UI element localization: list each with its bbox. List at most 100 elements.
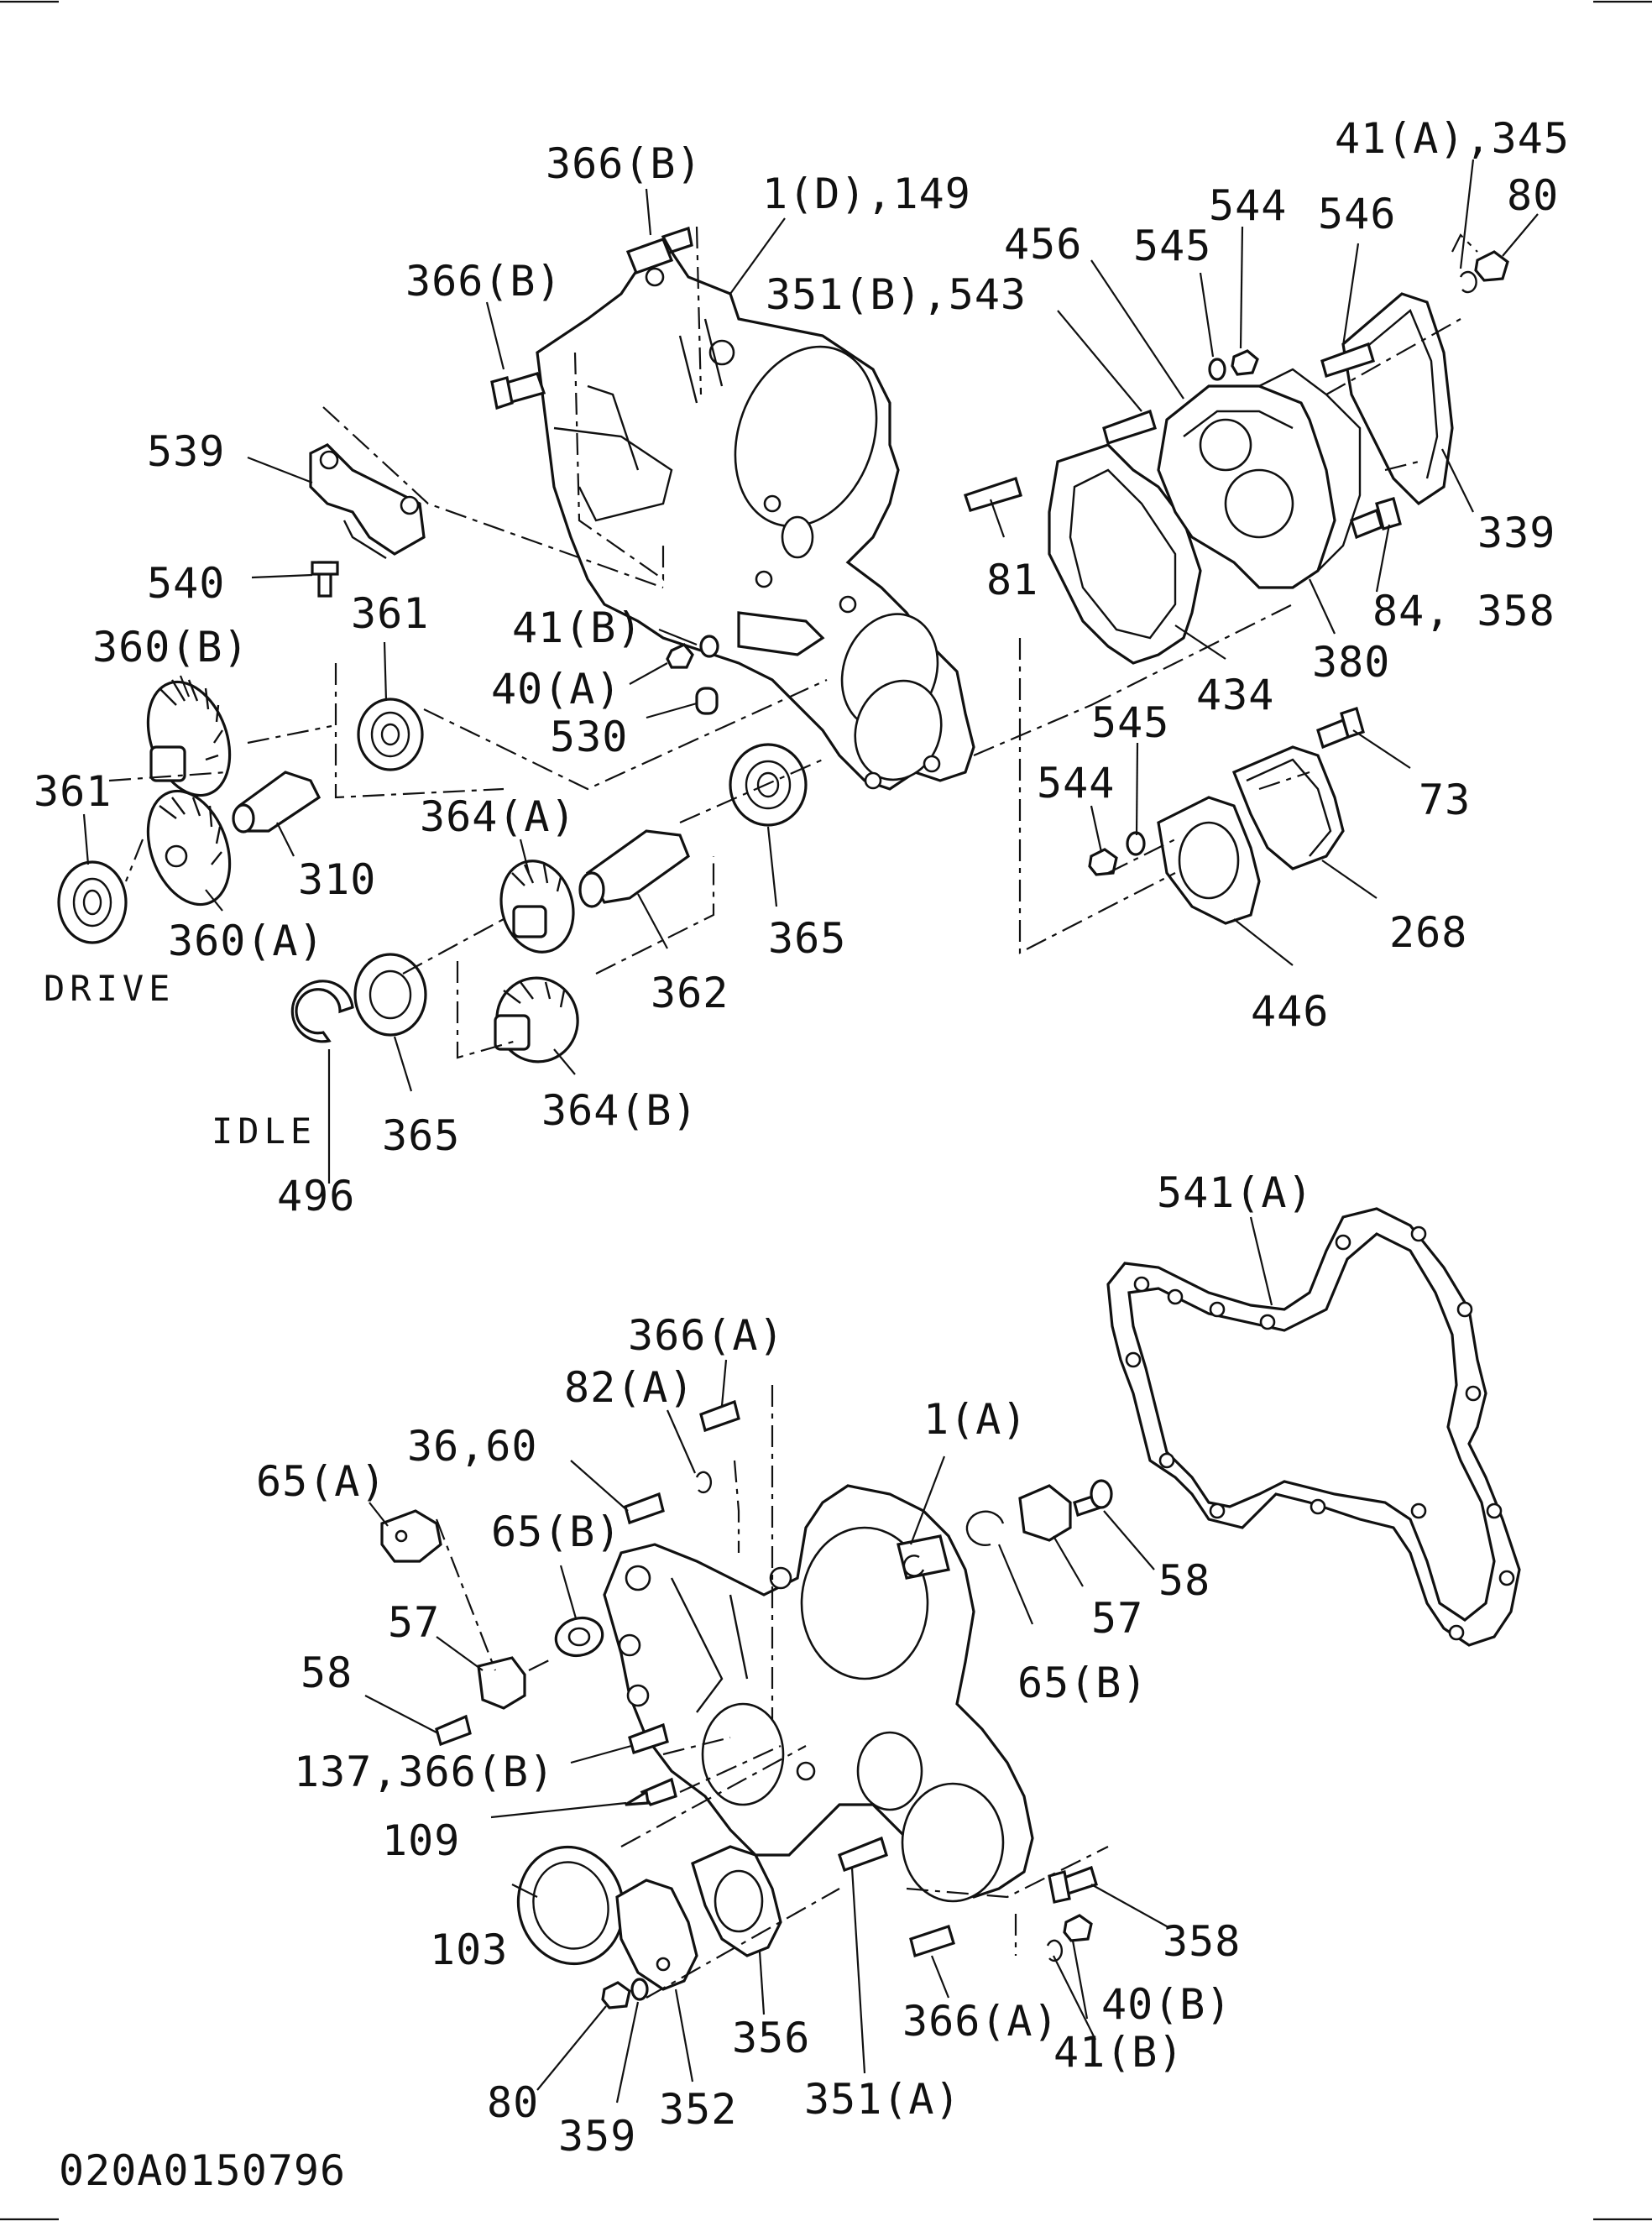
needle-109 [625, 1777, 677, 1806]
bolt-366b-left [490, 372, 546, 410]
washer-nut-pin-group [666, 635, 719, 715]
label-496: 496 [277, 1172, 355, 1220]
label-36-60: 36,60 [407, 1422, 538, 1471]
label-73: 73 [1419, 776, 1471, 824]
label-366b-left: 366(B) [405, 257, 562, 306]
label-idle: IDLE [212, 1110, 316, 1152]
label-137-366b: 137,366(B) [294, 1748, 555, 1796]
label-365-bottom: 365 [382, 1111, 460, 1160]
label-456: 456 [1004, 220, 1082, 269]
bolt-540 [311, 561, 339, 598]
label-434: 434 [1196, 671, 1274, 719]
label-360b: 360(B) [92, 623, 249, 672]
nut-washer-544-545 [1208, 349, 1259, 381]
label-58-right: 58 [1158, 1556, 1210, 1605]
label-365-right: 365 [768, 914, 846, 963]
cover-339 [1341, 292, 1454, 506]
gasket-541a [1106, 1207, 1521, 1647]
label-310: 310 [298, 855, 376, 904]
label-358: 358 [1163, 1917, 1241, 1966]
leader-lines [82, 159, 1539, 2103]
label-530: 530 [550, 713, 628, 761]
centerlines-lower [435, 1385, 1109, 1999]
label-356: 356 [732, 2014, 810, 2062]
label-544-top: 544 [1209, 181, 1287, 230]
label-366b-top: 366(B) [546, 139, 703, 188]
label-40a: 40(A) [491, 665, 622, 713]
gear-case-main [603, 1484, 1034, 1903]
bracket-539 [309, 443, 426, 560]
label-1d-149: 1(D),149 [762, 170, 971, 218]
shaft-362 [578, 829, 690, 908]
stud-351a [838, 1836, 888, 1873]
seal-103 [516, 1845, 625, 1966]
label-380: 380 [1312, 638, 1390, 687]
label-364a: 364(A) [420, 792, 577, 841]
plate-57-left [477, 1656, 526, 1710]
label-540: 540 [147, 559, 225, 608]
bolt-137 [628, 1722, 669, 1755]
gasket-446 [1157, 796, 1261, 925]
label-80-top: 80 [1507, 171, 1559, 220]
bolt-358 [1048, 1865, 1098, 1904]
label-366a-bottom: 366(A) [902, 1997, 1059, 2046]
label-41b-bottom: 41(B) [1053, 2028, 1184, 2077]
label-339: 339 [1477, 509, 1555, 557]
label-57-right: 57 [1091, 1594, 1143, 1643]
bolt-366a-bottom [909, 1924, 955, 1958]
part-labels: 366(B) 1(D),149 366(B) 351(B),543 456 54… [34, 114, 1570, 2195]
label-58-left: 58 [301, 1649, 353, 1697]
drawing-code: 020A0150796 [59, 2146, 346, 2195]
label-84-358: 84, 358 [1372, 587, 1555, 635]
shaft-310 [232, 771, 322, 834]
label-41b-top: 41(B) [512, 604, 643, 652]
label-65b-left: 65(B) [491, 1508, 622, 1556]
label-81: 81 [986, 556, 1038, 604]
bearing-361-left [57, 860, 128, 944]
label-80-bottom: 80 [487, 2078, 539, 2127]
gasket-456 [1258, 368, 1362, 572]
label-545-top: 545 [1133, 222, 1211, 270]
nut-washer-544-545-mid [1088, 831, 1146, 876]
nut-washer-80-359 [601, 1978, 649, 2009]
cap-57-right [1018, 1484, 1072, 1542]
label-65a: 65(A) [256, 1457, 387, 1506]
gasket-65b-right [965, 1510, 1005, 1546]
cover-352 [615, 1879, 698, 1991]
label-361-left: 361 [34, 767, 112, 816]
label-57-left: 57 [388, 1598, 440, 1647]
label-41a-345: 41(A),345 [1335, 114, 1570, 163]
label-268: 268 [1389, 908, 1467, 957]
label-360a: 360(A) [168, 917, 325, 965]
label-82a: 82(A) [564, 1363, 695, 1412]
gear-364b [494, 976, 579, 1063]
cover-268 [1231, 745, 1345, 870]
label-446: 446 [1251, 987, 1329, 1036]
label-359: 359 [558, 2112, 636, 2161]
label-546: 546 [1318, 190, 1396, 238]
bolt-73 [1316, 706, 1365, 750]
bearing-361-top [357, 698, 424, 771]
stud-81 [963, 476, 1022, 512]
stud-351b [1102, 409, 1157, 446]
label-103: 103 [430, 1926, 508, 1974]
bearing-365-right [729, 743, 808, 827]
cover-380 [1157, 384, 1336, 589]
gasket-356 [691, 1845, 782, 1957]
centerlines-upper [108, 226, 1478, 1059]
label-366a-top: 366(A) [628, 1311, 785, 1360]
washer-82a [695, 1471, 713, 1494]
label-361-top: 361 [351, 589, 429, 638]
gear-360b [146, 679, 232, 797]
label-364b: 364(B) [541, 1086, 698, 1135]
nut-80-top [1459, 250, 1509, 294]
label-541a: 541(A) [1157, 1168, 1314, 1217]
label-352: 352 [659, 2085, 737, 2134]
bolt-58-right [1073, 1479, 1113, 1518]
label-545-mid: 545 [1091, 698, 1169, 747]
label-40b: 40(B) [1101, 1980, 1232, 2029]
label-539: 539 [147, 427, 225, 476]
gasket-65b-left [554, 1616, 604, 1658]
gear-360a [146, 789, 232, 907]
